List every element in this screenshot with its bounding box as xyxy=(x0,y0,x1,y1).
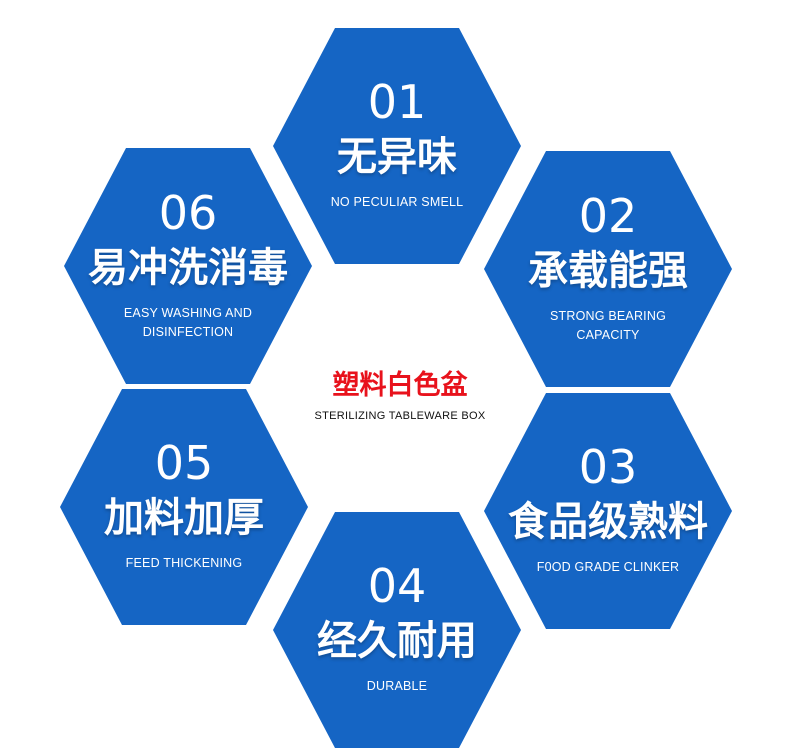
feature-number: 03 xyxy=(578,440,638,495)
feature-hexagon-01: 01 无异味 NO PECULIAR SMELL xyxy=(273,28,521,264)
feature-title-en: STRONG BEARING CAPACITY xyxy=(549,308,666,342)
feature-title-cn: 易冲洗消毒 xyxy=(88,244,288,291)
feature-number: 06 xyxy=(158,185,218,240)
feature-title-en: F0OD GRADE CLINKER xyxy=(536,560,680,575)
feature-number: 02 xyxy=(578,188,638,243)
feature-title-en: EASY WASHING AND DISINFECTION xyxy=(123,305,253,339)
feature-hexagon-03: 03 食品级熟料 F0OD GRADE CLINKER xyxy=(484,393,732,629)
feature-number: 05 xyxy=(154,436,214,491)
feature-hexagon-06: 06 易冲洗消毒 EASY WASHING AND DISINFECTION xyxy=(64,148,312,384)
feature-title-cn: 经久耐用 xyxy=(317,618,477,665)
feature-title-en: DURABLE xyxy=(366,679,428,694)
feature-hexagon-05: 05 加料加厚 FEED THICKENING xyxy=(60,389,308,625)
feature-title-cn: 无异味 xyxy=(337,134,457,181)
feature-title-en: NO PECULIAR SMELL xyxy=(330,195,464,210)
feature-title-cn: 食品级熟料 xyxy=(508,499,708,546)
feature-hexagon-04: 04 经久耐用 DURABLE xyxy=(273,512,521,748)
feature-number: 01 xyxy=(367,75,427,130)
center-title-en: STERILIZING TABLEWARE BOX xyxy=(314,410,486,423)
feature-title-cn: 加料加厚 xyxy=(104,495,264,542)
feature-title-cn: 承载能强 xyxy=(528,247,688,294)
feature-number: 04 xyxy=(367,559,427,614)
center-label: 塑料白色盆 STERILIZING TABLEWARE BOX xyxy=(300,370,500,422)
center-title-cn: 塑料白色盆 xyxy=(332,370,468,401)
feature-hexagon-02: 02 承载能强 STRONG BEARING CAPACITY xyxy=(484,151,732,387)
feature-title-en: FEED THICKENING xyxy=(125,556,243,571)
